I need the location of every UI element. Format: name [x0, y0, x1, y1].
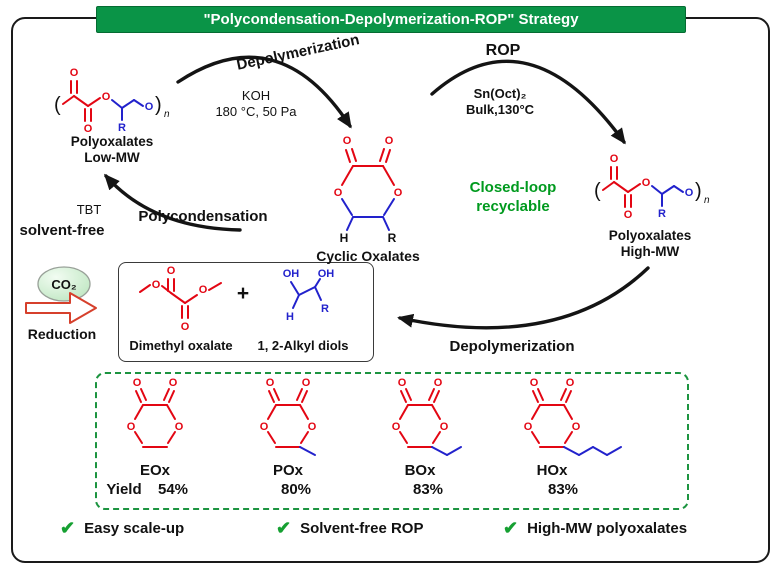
- feature-text: Solvent-free ROP: [300, 519, 424, 537]
- reduction-block-arrow: [25, 292, 97, 324]
- yield-label: Yield: [106, 481, 142, 498]
- poly-low-mw: Low-MW: [84, 150, 140, 165]
- ring-oxygen: O: [394, 187, 403, 199]
- alkyl-diol-structure: OH OH H R: [283, 268, 335, 323]
- closed-loop-line1: Closed-loop: [469, 179, 557, 196]
- closed-loop-line2: recyclable: [476, 198, 550, 215]
- carbonyl-oxygen: O: [167, 265, 176, 277]
- hox-yield: 83%: [547, 481, 579, 498]
- h-atom: H: [340, 231, 349, 245]
- check-icon: ✔: [60, 518, 76, 538]
- rop-label: ROP: [485, 42, 521, 59]
- feature-solvent-free-rop: ✔ Solvent-free ROP: [276, 519, 423, 537]
- depolymerization-bottom-arrow: [397, 266, 650, 330]
- co2-label: CO₂: [51, 277, 77, 292]
- feature-text: Easy scale-up: [84, 519, 185, 537]
- box-yield: 83%: [412, 481, 444, 498]
- koh-conditions: KOH 180 °C, 50 Pa: [215, 88, 296, 120]
- dimethyl-oxalate-structure: O O O O: [139, 265, 222, 333]
- reduction-label: Reduction: [27, 326, 97, 342]
- tbt-label: TBT: [76, 202, 102, 217]
- title-banner: "Polycondensation-Depolymerization-ROP" …: [96, 6, 686, 33]
- co2-bubble: CO₂: [37, 266, 91, 302]
- polycondensation-arrow: [104, 173, 242, 232]
- pox-name: POx: [272, 462, 304, 479]
- polyoxalates-low-label: Polyoxalates Low-MW: [71, 134, 154, 166]
- alkyl-diols-label: 1, 2-Alkyl diols: [257, 338, 349, 353]
- koh-label: KOH: [241, 88, 271, 103]
- polyoxalates-low-mw-structure: [53, 66, 171, 136]
- box-ethyl-substituent: [431, 446, 462, 456]
- carbonyl-oxygen: O: [385, 135, 394, 147]
- polyoxalates-high-label: Polyoxalates High-MW: [609, 228, 692, 260]
- closed-loop-label: Closed-loop recyclable: [470, 178, 557, 216]
- poly-high-mw: High-MW: [620, 244, 680, 259]
- feature-easy-scale-up: ✔ Easy scale-up: [60, 519, 184, 537]
- pox-yield: 80%: [280, 481, 312, 498]
- monomer-feed-box: [118, 262, 374, 362]
- check-icon: ✔: [503, 518, 519, 538]
- page-title: "Polycondensation-Depolymerization-ROP" …: [203, 11, 579, 28]
- eox-yield: 54%: [157, 481, 189, 498]
- box-name: BOx: [404, 462, 436, 479]
- rop-detail: Bulk,130°C: [465, 102, 535, 117]
- check-icon: ✔: [276, 518, 292, 538]
- poly-high-name: Polyoxalates: [608, 228, 692, 243]
- hydroxyl-group: OH: [283, 268, 300, 280]
- plus-sign: +: [236, 282, 250, 305]
- hydroxyl-group: OH: [318, 268, 335, 280]
- rop-arrow: [430, 59, 626, 145]
- eox-name: EOx: [139, 462, 171, 479]
- polycondensation-label: Polycondensation: [138, 208, 268, 225]
- r-group: R: [321, 303, 329, 315]
- ester-oxygen: O: [152, 279, 161, 291]
- h-atom: H: [286, 311, 294, 323]
- depolymerization-bottom-label: Depolymerization: [449, 338, 575, 355]
- monomer-library-box: [95, 372, 689, 510]
- depolymerization-top-arrow: [176, 55, 352, 129]
- ring-oxygen: O: [334, 187, 343, 199]
- polyoxalates-high-mw-structure: [593, 152, 711, 222]
- rop-conditions: Sn(Oct)₂ Bulk,130°C: [466, 86, 534, 118]
- pox-methyl-substituent: [299, 446, 316, 456]
- hox-name: HOx: [536, 462, 568, 479]
- cyclic-oxalates-label: Cyclic Oxalates: [316, 248, 420, 264]
- carbonyl-oxygen: O: [181, 321, 190, 333]
- ester-oxygen: O: [199, 284, 208, 296]
- feature-text: High-MW polyoxalates: [527, 519, 688, 537]
- rop-catalyst: Sn(Oct)₂: [473, 86, 527, 101]
- dimethyl-oxalate-label: Dimethyl oxalate: [129, 338, 233, 353]
- poly-low-name: Polyoxalates: [70, 134, 154, 149]
- koh-detail: 180 °C, 50 Pa: [215, 104, 297, 119]
- solvent-free-label: solvent-free: [19, 222, 105, 239]
- r-group: R: [388, 231, 397, 245]
- carbonyl-oxygen: O: [343, 135, 352, 147]
- feature-high-mw-polyoxalates: ✔ High-MW polyoxalates: [503, 519, 687, 537]
- hox-butyl-substituent: [563, 446, 622, 456]
- cyclic-oxalates-structure: O O O O H R: [334, 135, 403, 245]
